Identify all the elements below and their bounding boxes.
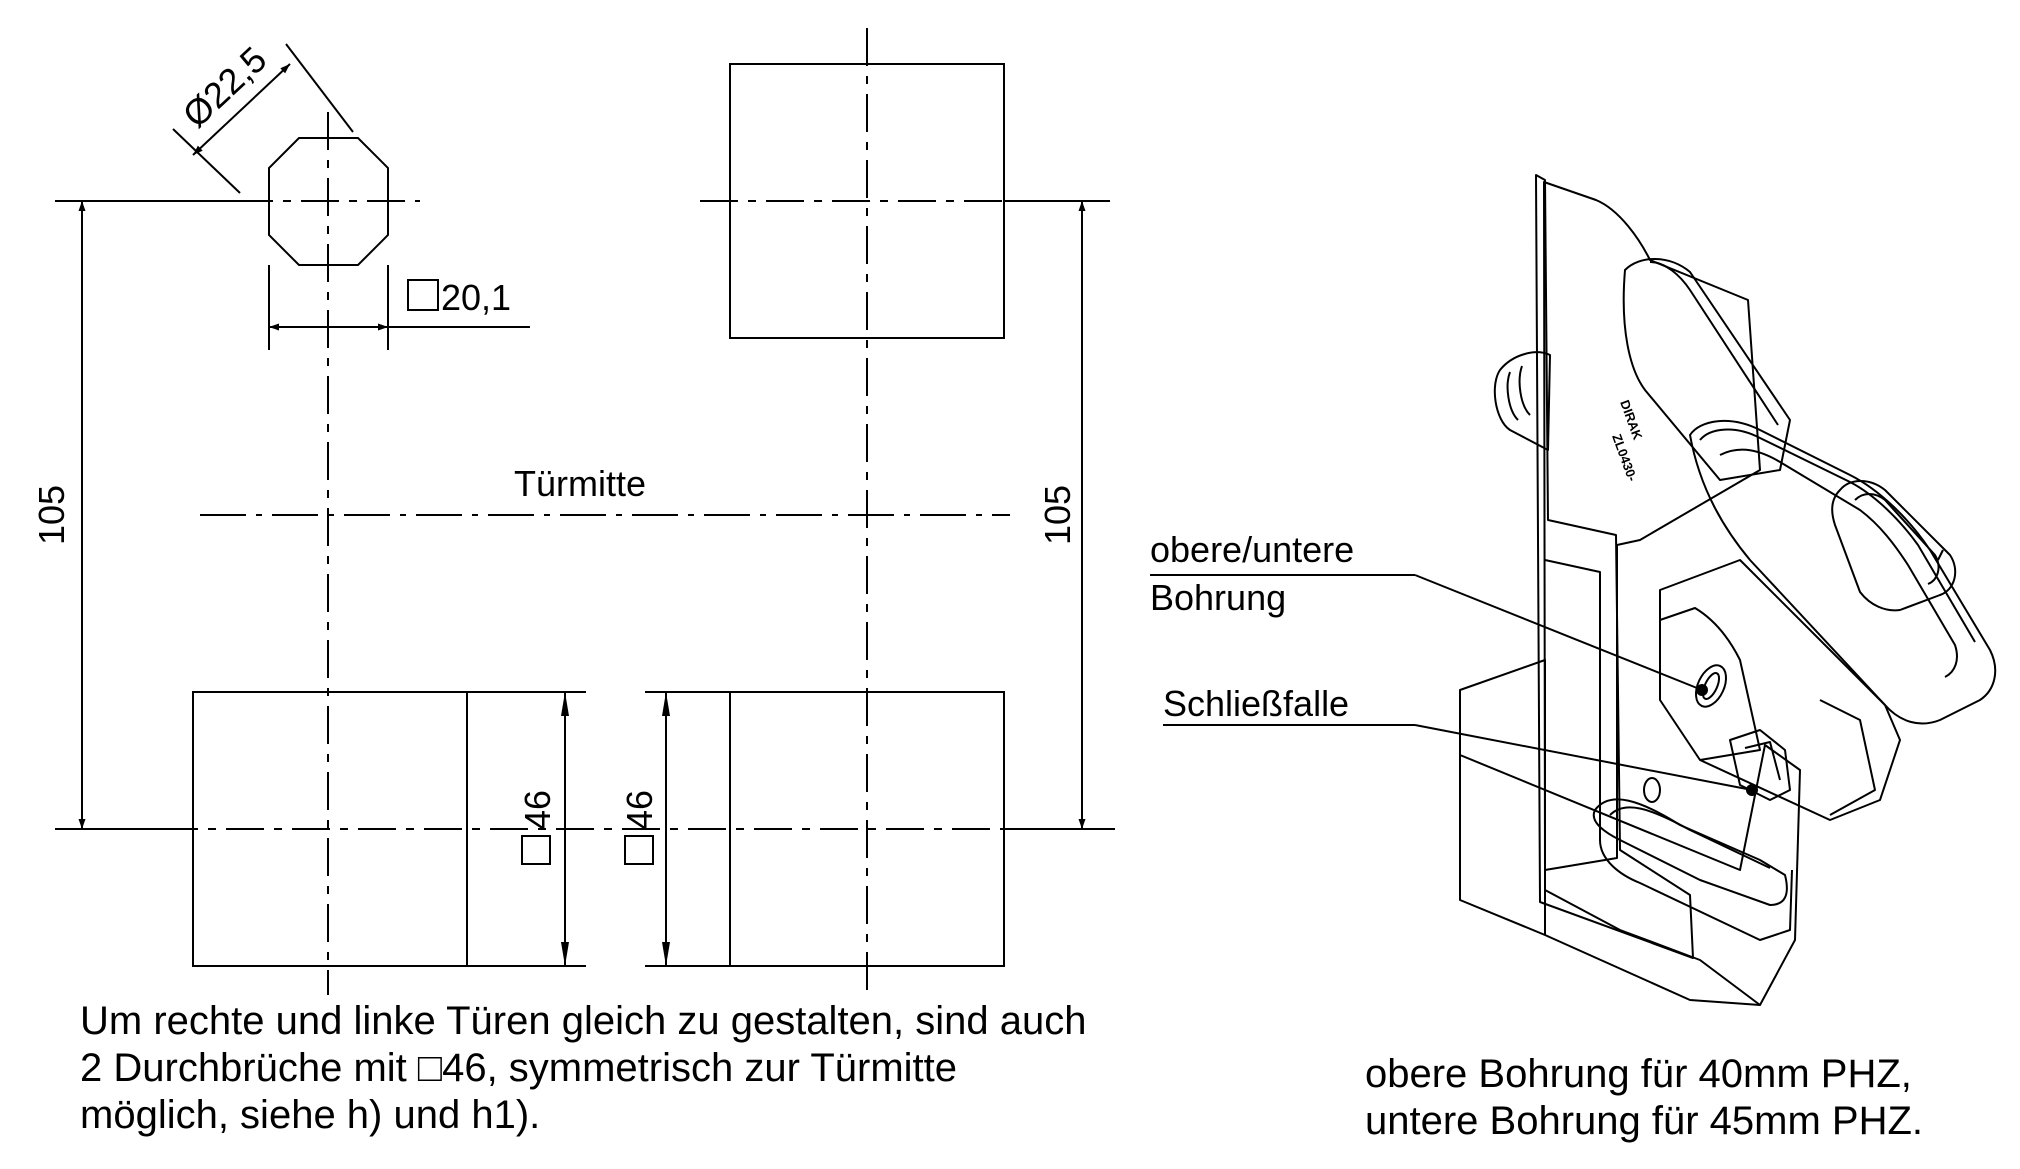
lock-tray-inner — [1609, 806, 1771, 869]
handle-head — [1689, 419, 1997, 725]
handle-head-inner — [1719, 448, 1958, 678]
latch-leader-diagonal — [1414, 724, 1753, 791]
upper-lower-bore-label-2: Bohrung — [1150, 577, 1286, 618]
square-symbol-left — [521, 835, 551, 865]
diameter-dim-line — [192, 63, 291, 156]
lock-base-inner — [1544, 559, 1793, 941]
lock-body-block — [1659, 559, 1901, 821]
diameter-ext-line-1 — [172, 128, 241, 194]
latch — [1729, 729, 1791, 801]
callout-leaders — [1150, 574, 1753, 791]
note-right-line-2: untere Bohrung für 45mm PHZ. — [1365, 1099, 1924, 1143]
upper-lower-bore-inner — [1701, 672, 1721, 700]
lock-body-side — [1819, 699, 1876, 816]
note-left-line-2: 2 Durchbrüche mit □46, symmetrisch zur T… — [80, 1046, 957, 1090]
square-left-label: 46 — [517, 790, 558, 830]
door-center-label: Türmitte — [514, 463, 646, 504]
lock-illustration — [1459, 174, 1997, 1006]
lock-front-plate — [1543, 181, 1761, 871]
lock-body-face — [1659, 607, 1761, 761]
lock-base-edge — [1459, 690, 1546, 936]
lock-tray — [1592, 798, 1788, 906]
square-right-label: 46 — [619, 790, 660, 830]
latch-leader-dot — [1746, 784, 1758, 796]
note-right-line-1: obere Bohrung für 40mm PHZ, — [1365, 1052, 1912, 1096]
diameter-label: Ø22,5 — [175, 38, 275, 135]
height-right-label: 105 — [1037, 485, 1078, 545]
latch-inner — [1744, 741, 1781, 781]
cylinder-knob-ring — [1506, 371, 1519, 421]
cylinder-knob — [1493, 351, 1551, 451]
note-left-line-3: möglich, siehe h) und h1). — [80, 1093, 541, 1137]
diameter-ext-line-2 — [285, 43, 354, 133]
base-hole — [1643, 777, 1661, 803]
lock-base-bottom — [1544, 934, 1761, 1006]
handle-lever-edge — [1649, 261, 1779, 426]
cylinder-hole-outline — [268, 137, 389, 266]
bore-leader-dot — [1696, 684, 1708, 696]
upper-lower-bore — [1694, 664, 1728, 708]
note-right: obere Bohrung für 40mm PHZ, untere Bohru… — [1365, 1051, 1923, 1145]
square-symbol-right — [624, 835, 654, 865]
lock-base-housing — [1459, 659, 1801, 1006]
handle-grip-inner — [1854, 493, 1940, 585]
square-symbol-small — [407, 279, 439, 311]
square-small-label: 20,1 — [441, 277, 511, 318]
note-left: Um rechte und linke Türen gleich zu gest… — [80, 998, 1087, 1139]
upper-lower-bore-label-1: obere/untere — [1150, 529, 1354, 570]
height-left-label: 105 — [31, 485, 72, 545]
latch-label: Schließfalle — [1163, 683, 1349, 724]
cutout-drawing — [55, 28, 1115, 995]
handle-tick — [1937, 549, 1944, 561]
handle-grip — [1831, 480, 1957, 612]
cylinder-knob-ring-2 — [1518, 365, 1531, 416]
handle-lever — [1622, 258, 1791, 481]
bore-leader-diagonal — [1414, 574, 1703, 691]
lock-rear-plate — [1535, 174, 1694, 959]
note-left-line-1: Um rechte und linke Türen gleich zu gest… — [80, 999, 1087, 1043]
